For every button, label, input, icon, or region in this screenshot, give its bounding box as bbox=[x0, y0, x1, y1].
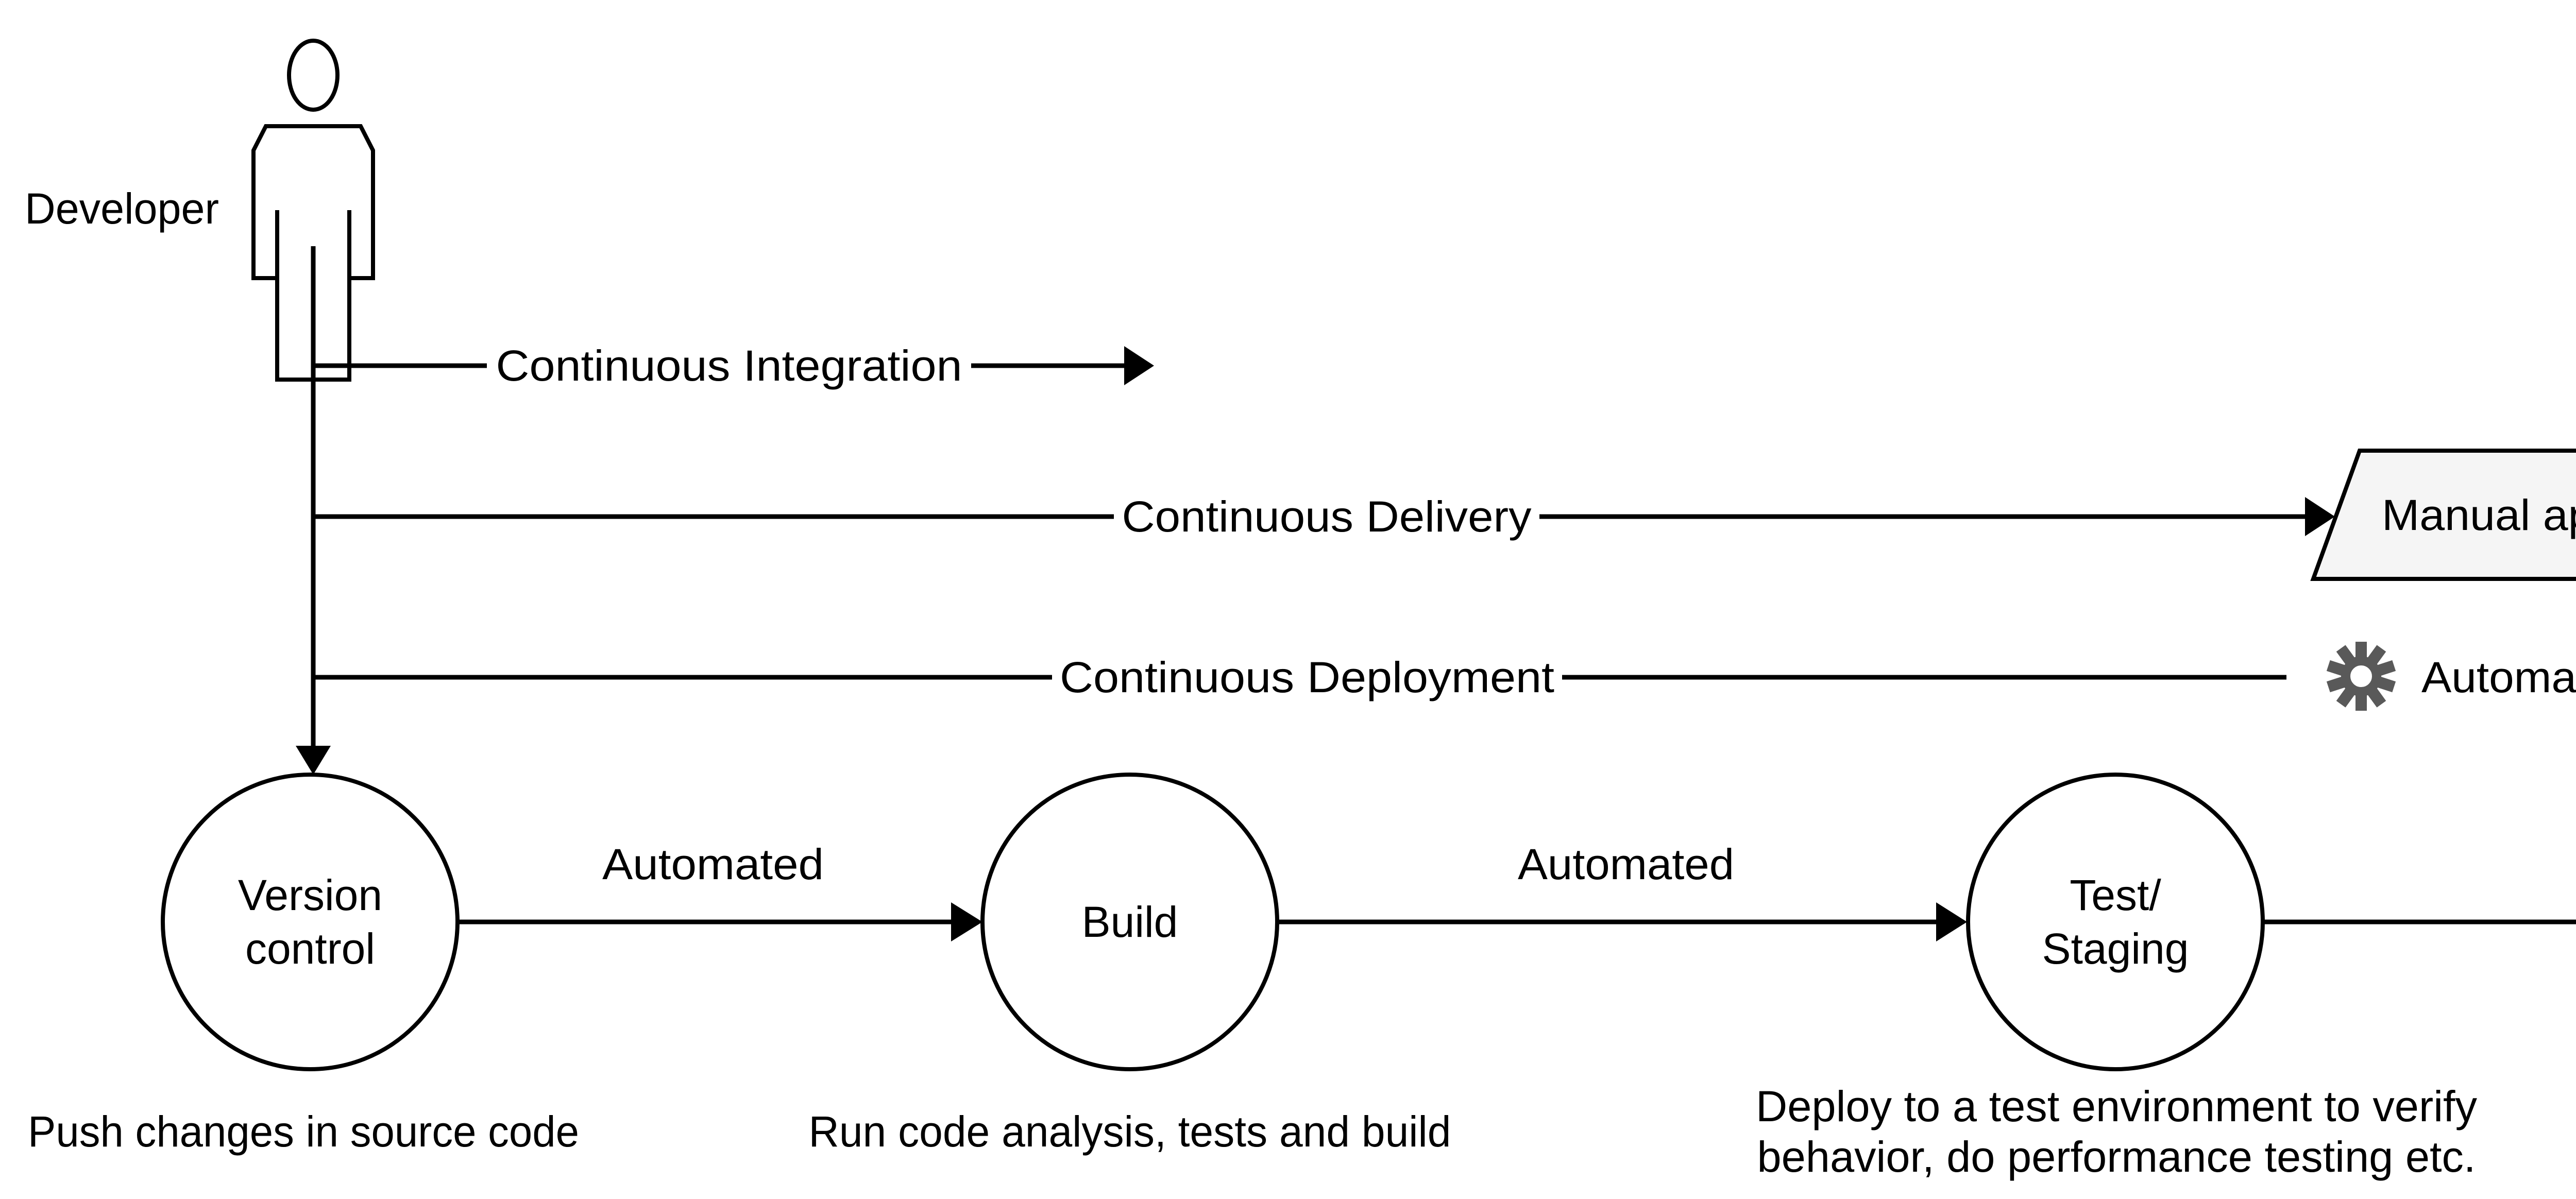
build-label: Build bbox=[1082, 898, 1178, 946]
version-control-caption: Push changes in source code bbox=[28, 1107, 579, 1156]
test-staging-circle bbox=[1966, 773, 2265, 1071]
edge-build-to-test-staging: Automated bbox=[1277, 840, 1967, 941]
test-staging-caption-line1: Deploy to a test environment to verify bbox=[1756, 1082, 2477, 1131]
cdep-flow-label: Continuous Deployment bbox=[1060, 653, 1554, 701]
node-test-staging: Test/ Staging bbox=[1966, 773, 2265, 1071]
automated-label-1: Automated bbox=[602, 840, 824, 888]
gear-icon bbox=[2326, 642, 2396, 711]
arrowhead-right-icon bbox=[2305, 497, 2335, 536]
gear-icon-teeth bbox=[2326, 642, 2396, 711]
node-build: Build bbox=[980, 773, 1279, 1071]
node-version-control: Version control bbox=[161, 773, 460, 1071]
continuous-delivery-flow: Continuous Delivery Manual approval bbox=[313, 449, 2576, 581]
automated-label-2: Automated bbox=[1518, 840, 1734, 888]
edge-test-staging-to-production bbox=[2263, 919, 2576, 924]
test-staging-label-line2: Staging bbox=[2042, 924, 2189, 973]
version-control-label-line1: Version bbox=[238, 871, 382, 919]
version-control-circle bbox=[161, 773, 460, 1071]
person-icon-head bbox=[287, 39, 340, 112]
automatic-deploy-label: Automatic deploy bbox=[2421, 653, 2576, 701]
arrowhead-right-icon bbox=[1124, 346, 1154, 385]
arrowhead-right-icon bbox=[1936, 902, 1967, 941]
test-staging-caption-line2: behavior, do performance testing etc. bbox=[1757, 1133, 2476, 1181]
gear-icon-ring bbox=[2341, 656, 2381, 696]
arrowhead-down-icon bbox=[296, 746, 331, 775]
build-caption: Run code analysis, tests and build bbox=[809, 1107, 1451, 1156]
ci-flow-label: Continuous Integration bbox=[496, 341, 962, 390]
developer-actor: Developer bbox=[25, 39, 375, 382]
developer-to-version-control-connector bbox=[296, 246, 331, 775]
manual-approval-label: Manual approval bbox=[2382, 491, 2576, 539]
arrowhead-right-icon bbox=[951, 902, 982, 941]
continuous-integration-flow: Continuous Integration bbox=[313, 341, 1154, 390]
developer-label: Developer bbox=[25, 184, 219, 233]
edge-version-control-to-build: Automated bbox=[457, 840, 982, 941]
cd-flow-label: Continuous Delivery bbox=[1122, 492, 1532, 541]
continuous-deployment-flow: Continuous Deployment Automatic deploy bbox=[313, 642, 2576, 711]
test-staging-label-line1: Test/ bbox=[2070, 871, 2161, 919]
version-control-label-line2: control bbox=[245, 924, 375, 973]
manual-approval-shape bbox=[2310, 449, 2576, 581]
